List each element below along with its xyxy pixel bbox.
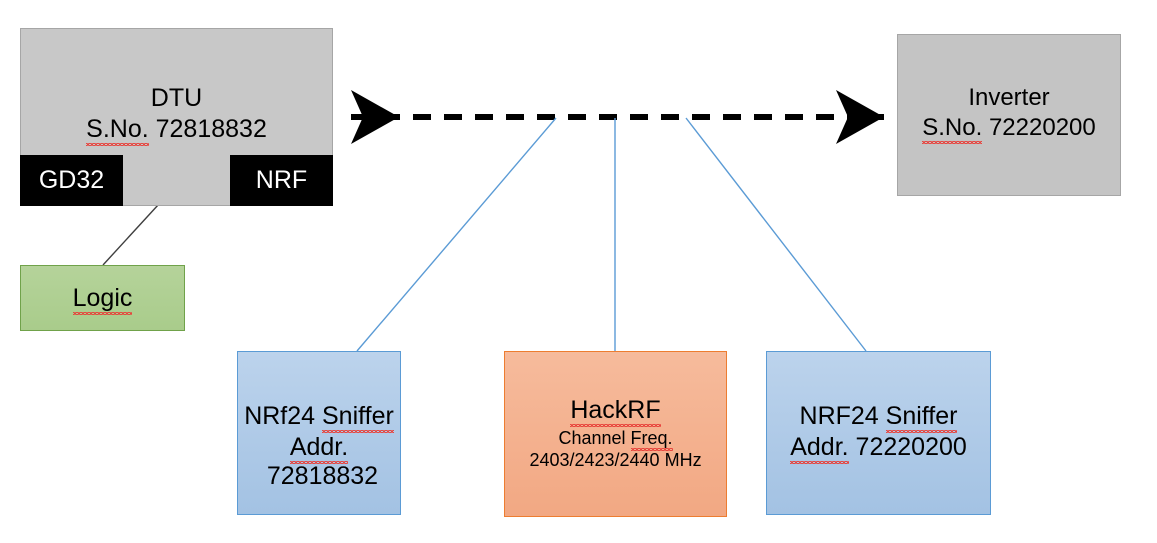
sniffer-left-title-first: NRf24 — [244, 402, 322, 430]
inverter-node[interactable]: Inverter S.No. 72220200 — [897, 34, 1121, 196]
sniffer-right-addr-gap — [849, 433, 856, 461]
sniffer-left-node[interactable]: NRf24 Sniffer Addr. 72818832 — [237, 351, 401, 515]
sniffer-left-addr: Addr. 72818832 — [238, 433, 400, 491]
sniffer-left-title-word: Sniffer — [322, 402, 394, 433]
sniffer-right-addr-prefix: Addr. — [790, 433, 849, 464]
sniffer-right-title-first: NRF24 — [799, 402, 886, 430]
sniffer-left-title: NRf24 Sniffer — [244, 402, 394, 433]
dtu-serial: S.No. 72818832 — [86, 115, 267, 146]
sniffer-left-addr-prefix: Addr. — [289, 433, 349, 464]
sniffer-right-addr-value: 72220200 — [855, 433, 967, 461]
nrf-chip[interactable]: NRF — [230, 155, 333, 206]
inverter-serial-prefix: S.No. — [922, 113, 983, 144]
sniffer-right-addr: Addr. 72220200 — [790, 433, 967, 464]
hackrf-title-text: HackRF — [570, 396, 661, 427]
hackrf-frequencies: 2403/2423/2440 MHz — [529, 449, 702, 470]
sniffer-left-addr-gap — [260, 462, 267, 490]
hackrf-node[interactable]: HackRF Channel Freq. 2403/2423/2440 MHz — [504, 351, 727, 517]
gd32-chip[interactable]: GD32 — [20, 155, 123, 206]
inverter-title: Inverter — [968, 84, 1050, 111]
sniffer-left-addr-value: 72818832 — [266, 462, 379, 490]
logic-label: Logic — [72, 283, 133, 315]
dtu-serial-number: 72818832 — [155, 115, 267, 143]
hackrf-subtitle-word: Freq. — [630, 428, 673, 451]
inverter-serial-gap — [982, 114, 989, 141]
hackrf-subtitle: Channel Freq. — [558, 428, 673, 451]
hackrf-subtitle-first: Channel — [558, 428, 631, 448]
logic-node[interactable]: Logic — [20, 265, 185, 331]
inverter-serial-number: 72220200 — [988, 113, 1096, 141]
dtu-title: DTU — [150, 84, 203, 112]
nrf-label: NRF — [255, 166, 308, 194]
gd32-label: GD32 — [38, 166, 105, 194]
dtu-serial-prefix: S.No. — [86, 115, 149, 146]
tap-line-sniffer-left — [356, 117, 557, 352]
sniffer-right-title: NRF24 Sniffer — [799, 402, 958, 433]
hackrf-title: HackRF — [570, 396, 661, 427]
inverter-serial: S.No. 72220200 — [922, 113, 1096, 144]
sniffer-right-title-word: Sniffer — [885, 402, 958, 433]
dtu-serial-number-wrap — [149, 115, 156, 143]
sniffer-right-node[interactable]: NRF24 Sniffer Addr. 72220200 — [766, 351, 991, 515]
tap-line-sniffer-right — [685, 117, 867, 352]
